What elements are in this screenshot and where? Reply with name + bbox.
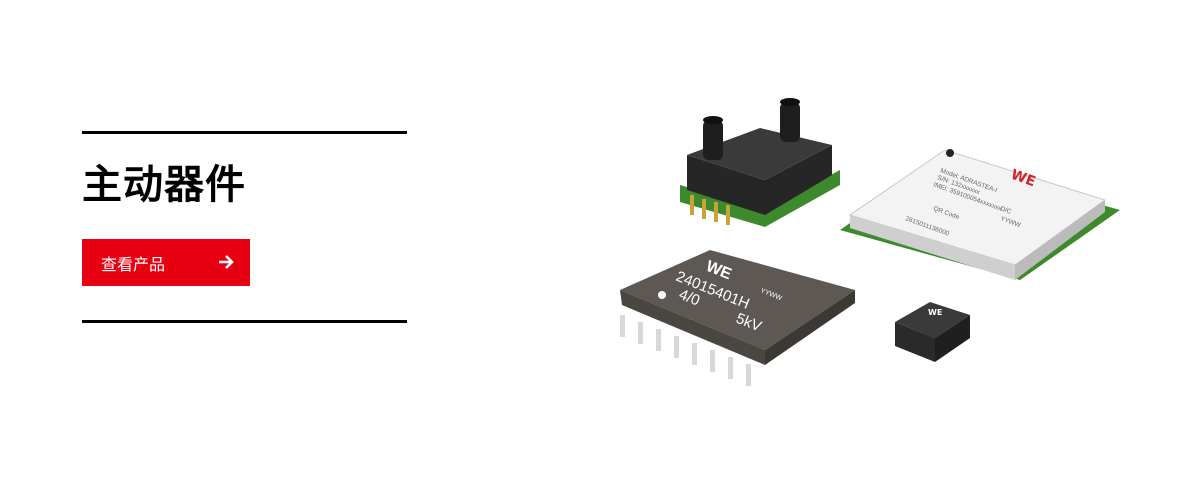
top-divider: [82, 131, 407, 134]
bottom-divider: [82, 320, 407, 323]
product-image: WE Model: ADRASTEA-I S/N: 132xxxxxx IMEI…: [620, 98, 1120, 386]
wireless-module: WE Model: ADRASTEA-I S/N: 132xxxxxx IMEI…: [840, 149, 1120, 280]
page-title: 主动器件: [82, 162, 246, 208]
soic-transformer: WE 24015401H 4/0 5kV YYWW: [620, 250, 855, 386]
svg-text:WE: WE: [928, 308, 942, 317]
svg-text:4/0: 4/0: [677, 286, 703, 310]
view-products-label: 查看产品: [101, 254, 166, 274]
arrow-right-icon: [219, 255, 234, 269]
svg-text:D/C: D/C: [999, 205, 1012, 216]
pressure-sensor: [680, 98, 840, 227]
small-power-module: WE: [895, 302, 970, 362]
view-products-button[interactable]: 查看产品: [82, 239, 250, 286]
